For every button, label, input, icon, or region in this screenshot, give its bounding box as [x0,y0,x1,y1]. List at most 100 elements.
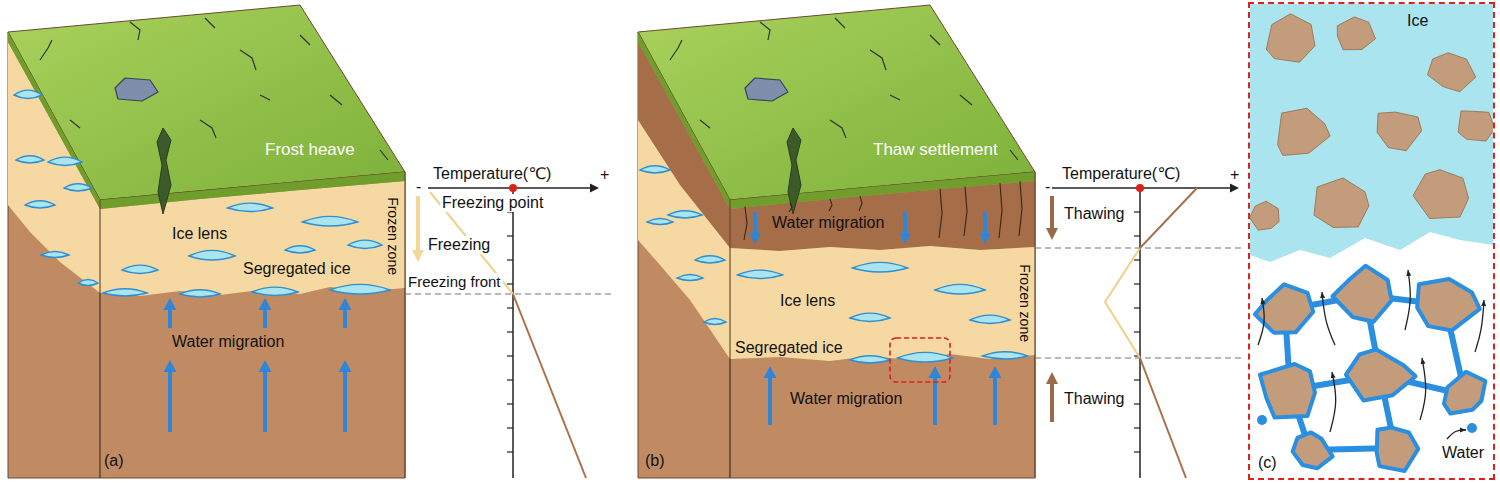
freezing-point-dot [1136,184,1144,192]
axis-tick [1134,307,1140,308]
soil-front [730,172,1035,478]
surface-crack [205,18,215,28]
surface-crack [1010,150,1018,160]
soil-side [8,32,100,478]
freezing-point-dot [509,184,517,192]
water-migration-arrow [263,371,267,432]
surface-crack [380,150,388,160]
zone-label: Frozen zone [1017,264,1033,342]
surface-crack [890,95,900,100]
water-migration-arrow [933,377,937,425]
leader-arrow-head [1460,428,1466,433]
ice-lens [668,211,702,218]
axis-tick [1134,331,1140,332]
water-film-particle [1444,372,1485,414]
water-migration-arrow [983,212,987,234]
thaw-crack [789,202,792,212]
axis-tick [507,307,513,308]
temperature-profile [513,294,586,478]
vegetation-crack [157,128,171,214]
axis-sign: - [416,178,421,196]
thaw-front-line [1035,247,1245,248]
flow-arrow-head [1421,358,1426,364]
layer-label: Ice lens [172,225,227,243]
topsoil-strip [8,32,100,209]
ice-lens [850,313,890,321]
thaw-crack [1019,181,1022,236]
axis-tick [1134,427,1140,428]
leader-arrow [1447,430,1466,439]
topsoil-strip [730,172,1035,209]
ice-lens [935,284,985,294]
axis-tick [1134,211,1140,212]
axis-tick [507,283,513,284]
ice-lens [677,275,703,281]
water-migration-arrow [753,212,757,234]
water-migration-arrow-head [259,298,272,310]
pore-detail [1250,4,1493,478]
pore-ice [1250,4,1493,262]
water-migration-arrow [903,212,907,234]
water-migration-arrow [343,371,347,432]
ice-lens [25,201,55,208]
flow-arrow-head [1261,298,1266,304]
water-film-particle [1293,432,1333,468]
temperature-profile [1140,358,1186,478]
ice-lens [853,262,908,272]
flow-arrow [1258,298,1264,345]
detail-frame: IceWater(c) [1248,2,1495,480]
flow-arrow [1405,270,1410,330]
flow-arrow-head [1320,292,1325,298]
temperature-profile [1140,188,1197,248]
thaw-crack [744,207,747,240]
surface-crack [200,120,216,138]
water-migration-arrow-head [339,360,352,372]
axis-tick [1134,379,1140,380]
rock [115,78,158,101]
thawing-arrow-head [1046,228,1058,240]
ice-lens [122,265,158,273]
panel-tag: (a) [104,452,124,470]
surface-crack [70,120,80,128]
block-edge [1034,172,1035,478]
flow-arrow [1475,300,1484,352]
vegetation-crack [787,128,801,214]
process-label: Water migration [790,390,902,408]
water-migration-arrow [993,377,997,425]
flow-arrow [1330,372,1336,432]
water-migration-arrow-head [899,233,911,244]
process-label: Thawing [1064,205,1124,223]
thawing-arrow [1050,196,1054,229]
zone-label: Frozen zone [385,197,401,275]
ice-lens [695,256,725,263]
thaw-crack [964,186,967,236]
water-film-particle [1377,428,1418,471]
frozen-zone [638,120,730,359]
ice-lens [285,246,315,253]
surface-crack [130,22,140,40]
water-migration-arrow-head [164,360,177,372]
thawing-arrow-head [1046,372,1058,384]
front-label: Freezing front [406,273,503,290]
ice-lens [850,356,890,363]
water-migration-arrow-head [749,233,761,244]
process-label: Water migration [772,214,884,232]
frozen-zone [730,246,1035,361]
water-migration-arrow-head [259,360,272,372]
soil-particle [1250,201,1279,230]
surface-crack [260,95,270,100]
axis-tick [507,331,513,332]
water-migration-arrow [168,309,172,328]
axis-tick [507,235,513,236]
water-migration-arrow-head [764,366,777,378]
temperature-profile [1105,248,1140,358]
detail-marker [890,338,950,382]
ice-lens [78,280,98,286]
ice-lens [14,90,42,98]
water-migration-arrow [343,309,347,328]
water-migration-arrow-head [164,298,177,310]
flow-arrow [1420,358,1426,420]
process-label: Freezing [426,236,492,254]
ice-lens [330,284,390,294]
surface-crack [870,50,886,70]
